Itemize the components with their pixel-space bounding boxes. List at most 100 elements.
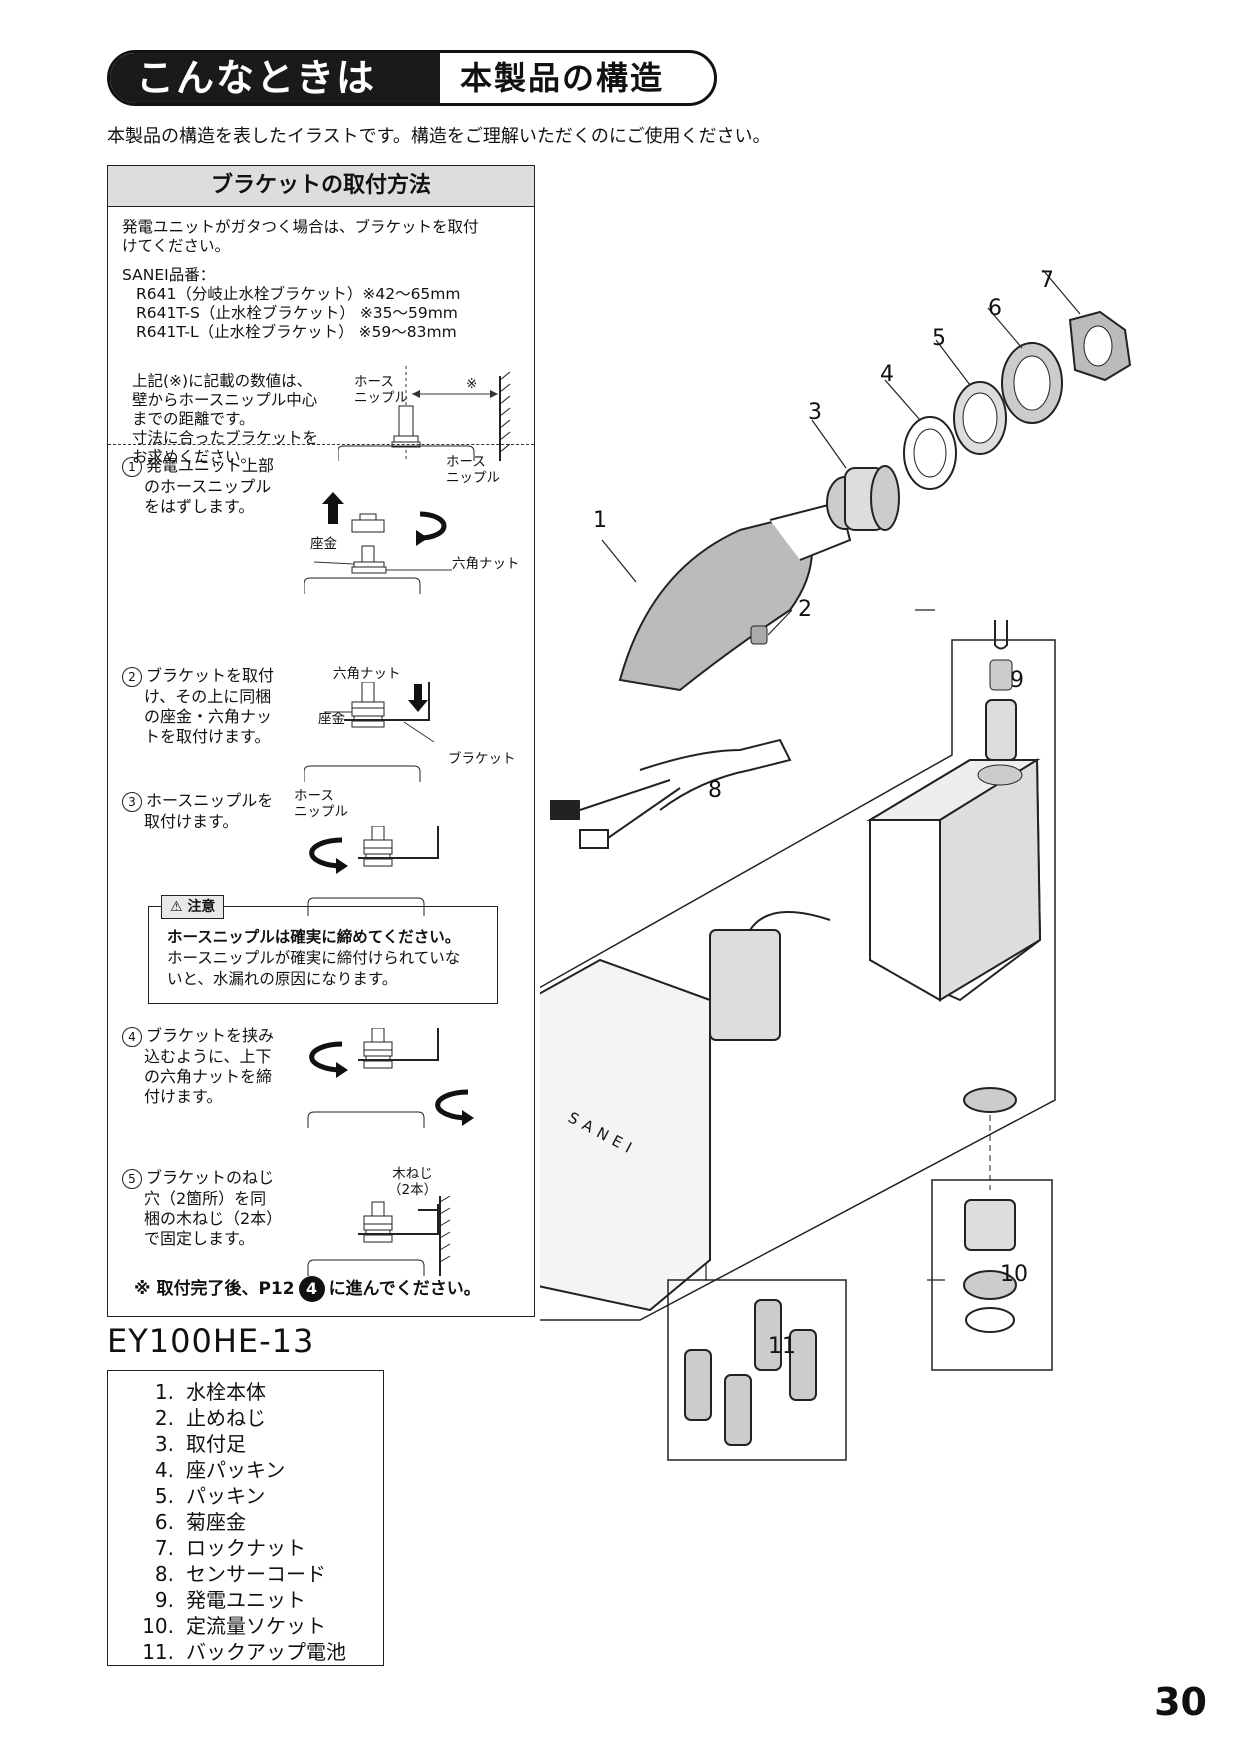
hex-nut-label: 六角ナット — [333, 666, 401, 682]
part-name: バックアップ電池 — [186, 1640, 346, 1664]
bracket-intro: 発電ユニットがガタつく場合は、ブラケットを取付 けてください。 SANEI品番：… — [122, 218, 479, 342]
hex-nut-label: 六角ナット — [452, 556, 520, 572]
step-line: の六角ナットを締 — [144, 1067, 273, 1086]
intro-text: 本製品の構造を表したイラストです。構造をご理解いただくのにご使用ください。 — [107, 126, 771, 147]
label-line: ホース — [354, 374, 394, 390]
step4-diagram — [307, 1028, 474, 1128]
list-item: 3.取付足 — [134, 1431, 383, 1457]
bracket-model: R641（分岐止水栓ブラケット）※42〜65mm — [136, 285, 461, 303]
header-dark-label: こんなときは — [110, 53, 440, 103]
part-name: センサーコード — [186, 1562, 326, 1586]
caution-line: ホースニップルは確実に締めてください。 — [167, 928, 461, 946]
step-number: 2 — [122, 667, 142, 687]
part-name: 座パッキン — [186, 1458, 286, 1482]
step-number: 1 — [122, 457, 142, 477]
list-item: 11. バックアップ電池 — [134, 1639, 383, 1665]
callout-2: 2 — [798, 597, 812, 622]
step1-diagram — [304, 492, 452, 594]
note-line: までの距離です。 — [132, 410, 255, 428]
bracket-model: R641T-S（止水栓ブラケット） ※35〜59mm — [136, 304, 458, 322]
step-line: 発電ユニット上部 — [146, 456, 275, 475]
completion-text: ※ 取付完了後、P12 — [134, 1279, 295, 1299]
callout-7: 7 — [1040, 268, 1054, 293]
bracket-box-title: ブラケットの取付方法 — [108, 166, 534, 207]
callout-4: 4 — [880, 362, 894, 387]
part-number: 9. — [154, 1588, 174, 1612]
step-number: 5 — [122, 1169, 142, 1189]
part-number: 10. — [142, 1614, 174, 1638]
caution-line: いと、水漏れの原因になります。 — [167, 970, 398, 988]
part-number: 11. — [142, 1640, 174, 1664]
part-name: パッキン — [186, 1484, 266, 1508]
completion-text: に進んでください。 — [328, 1279, 481, 1299]
caution-line: ホースニップルが確実に締付けられていな — [167, 949, 461, 967]
step-line: 穴（2箇所）を同 — [144, 1189, 267, 1208]
bracket-label: ブラケット — [448, 751, 516, 767]
list-item: 6.菊座金 — [134, 1509, 383, 1535]
step-line: 取付けます。 — [144, 812, 239, 831]
part-name: ロックナット — [186, 1536, 306, 1560]
distance-mark: ※ — [466, 376, 478, 392]
part-name: 止めねじ — [186, 1406, 266, 1430]
callout-9: 9 — [1010, 668, 1024, 693]
caution-tag: ⚠ 注意 — [161, 895, 225, 919]
callout-10: 10 — [1000, 1262, 1028, 1287]
list-item: 8.センサーコード — [134, 1561, 383, 1587]
step-ref-badge: 4 — [298, 1276, 325, 1302]
step-line: ホースニップルを — [146, 791, 274, 810]
washer-label: 座金 — [318, 711, 345, 727]
list-item: 10.定流量ソケット — [134, 1613, 383, 1639]
note-line: 寸法に合ったブラケットを — [132, 429, 319, 447]
note-line: 壁からホースニップル中心 — [132, 391, 318, 409]
callout-6: 6 — [988, 296, 1002, 321]
wood-screw-label: 木ねじ （2本） — [388, 1166, 437, 1198]
label-line: ニップル — [354, 390, 408, 406]
distance-note: 上記(※)に記載の数値は、 壁からホースニップル中心 までの距離です。 寸法に合… — [132, 372, 318, 467]
part-number: 1. — [154, 1380, 174, 1404]
step-number: 3 — [122, 792, 142, 812]
parts-list: 1.水栓本体 2.止めねじ 3.取付足 4.座パッキン 5.パッキン 6.菊座金… — [107, 1370, 384, 1666]
step2-diagram — [304, 682, 435, 782]
label-line: ニップル — [446, 470, 500, 486]
distance-diagram — [338, 366, 511, 461]
step-number: 4 — [122, 1027, 142, 1047]
note-line: お求めください。 — [132, 448, 257, 466]
part-name: 水栓本体 — [186, 1380, 266, 1404]
step-line: をはずします。 — [144, 497, 255, 516]
callout-5: 5 — [932, 326, 946, 351]
caution-box: ⚠ 注意 ホースニップルは確実に締めてください。 ホースニップルが確実に締付けら… — [148, 895, 498, 1004]
step-line: け、その上に同梱 — [144, 687, 272, 706]
divider — [108, 444, 534, 445]
step-line: トを取付けます。 — [144, 727, 271, 746]
sanei-label: SANEI品番： — [122, 266, 216, 284]
label-line: 木ねじ — [392, 1166, 433, 1182]
step-line: で固定します。 — [144, 1229, 255, 1248]
part-number: 6. — [154, 1510, 174, 1534]
caution-label: 注意 — [187, 899, 216, 915]
part-name: 発電ユニット — [186, 1588, 306, 1612]
step-line: ブラケットを取付 — [146, 666, 275, 685]
hose-nipple-label: ホース ニップル — [446, 454, 500, 486]
section-header: こんなときは 本製品の構造 — [107, 50, 717, 106]
step-line: の座金・六角ナッ — [144, 707, 273, 726]
bracket-intro-line: 発電ユニットがガタつく場合は、ブラケットを取付 — [122, 218, 479, 236]
list-item: 5. パッキン — [134, 1483, 383, 1509]
list-item: 2.止めねじ — [134, 1405, 383, 1431]
list-item: 7.ロックナット — [134, 1535, 383, 1561]
list-item: 1. 水栓本体 — [134, 1379, 383, 1405]
part-name: 取付足 — [186, 1432, 246, 1456]
callout-1: 1 — [593, 508, 607, 533]
step5-diagram — [307, 1196, 451, 1276]
part-number: 5. — [154, 1484, 174, 1508]
label-line: ホース — [294, 788, 334, 804]
washer-label: 座金 — [310, 536, 337, 552]
step-line: のホースニップル — [144, 477, 272, 496]
hose-nipple-label: ホース ニップル — [294, 788, 348, 820]
label-line: ニップル — [294, 804, 348, 820]
